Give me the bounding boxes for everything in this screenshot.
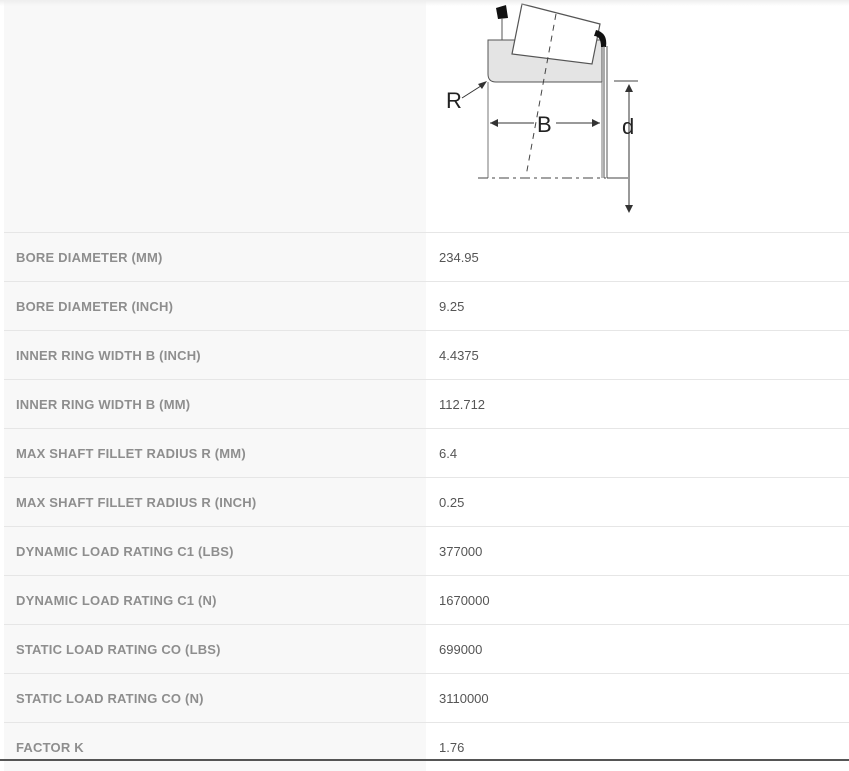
- diagram-row: d B R: [4, 0, 849, 232]
- spec-label: BORE DIAMETER (INCH): [4, 282, 426, 330]
- table-row: MAX SHAFT FILLET RADIUS R (MM)6.4: [4, 428, 849, 477]
- bottom-divider: [0, 759, 849, 761]
- spec-value: 9.25: [426, 282, 849, 330]
- spec-label: INNER RING WIDTH B (INCH): [4, 331, 426, 379]
- spec-value: 0.25: [426, 478, 849, 526]
- spec-value: 1.76: [426, 723, 849, 771]
- spec-label: FACTOR K: [4, 723, 426, 771]
- spec-value: 112.712: [426, 380, 849, 428]
- spec-label: DYNAMIC LOAD RATING C1 (LBS): [4, 527, 426, 575]
- spec-label: BORE DIAMETER (MM): [4, 233, 426, 281]
- spec-label: STATIC LOAD RATING CO (LBS): [4, 625, 426, 673]
- table-row: INNER RING WIDTH B (INCH)4.4375: [4, 330, 849, 379]
- spec-label: MAX SHAFT FILLET RADIUS R (INCH): [4, 478, 426, 526]
- radius-label: R: [446, 88, 462, 113]
- table-row: DYNAMIC LOAD RATING C1 (N)1670000: [4, 575, 849, 624]
- table-row: BORE DIAMETER (INCH)9.25: [4, 281, 849, 330]
- spec-value: 3110000: [426, 674, 849, 722]
- spec-value: 234.95: [426, 233, 849, 281]
- table-row: DYNAMIC LOAD RATING C1 (LBS)377000: [4, 526, 849, 575]
- spec-label: STATIC LOAD RATING CO (N): [4, 674, 426, 722]
- diameter-label: d: [622, 114, 634, 139]
- width-label: B: [537, 112, 552, 137]
- diagram-cell: d B R: [426, 0, 849, 232]
- spec-label: MAX SHAFT FILLET RADIUS R (MM): [4, 429, 426, 477]
- top-shadow: [0, 0, 849, 6]
- table-row: BORE DIAMETER (MM)234.95: [4, 232, 849, 281]
- spec-value: 377000: [426, 527, 849, 575]
- diagram-label-cell: [4, 0, 426, 232]
- spec-label: DYNAMIC LOAD RATING C1 (N): [4, 576, 426, 624]
- spec-label: INNER RING WIDTH B (MM): [4, 380, 426, 428]
- spec-value: 1670000: [426, 576, 849, 624]
- spec-value: 6.4: [426, 429, 849, 477]
- spec-value: 4.4375: [426, 331, 849, 379]
- spec-value: 699000: [426, 625, 849, 673]
- table-row: INNER RING WIDTH B (MM)112.712: [4, 379, 849, 428]
- bearing-diagram: d B R: [446, 3, 638, 213]
- table-row: MAX SHAFT FILLET RADIUS R (INCH)0.25: [4, 477, 849, 526]
- table-row: STATIC LOAD RATING CO (N)3110000: [4, 673, 849, 722]
- table-row: STATIC LOAD RATING CO (LBS)699000: [4, 624, 849, 673]
